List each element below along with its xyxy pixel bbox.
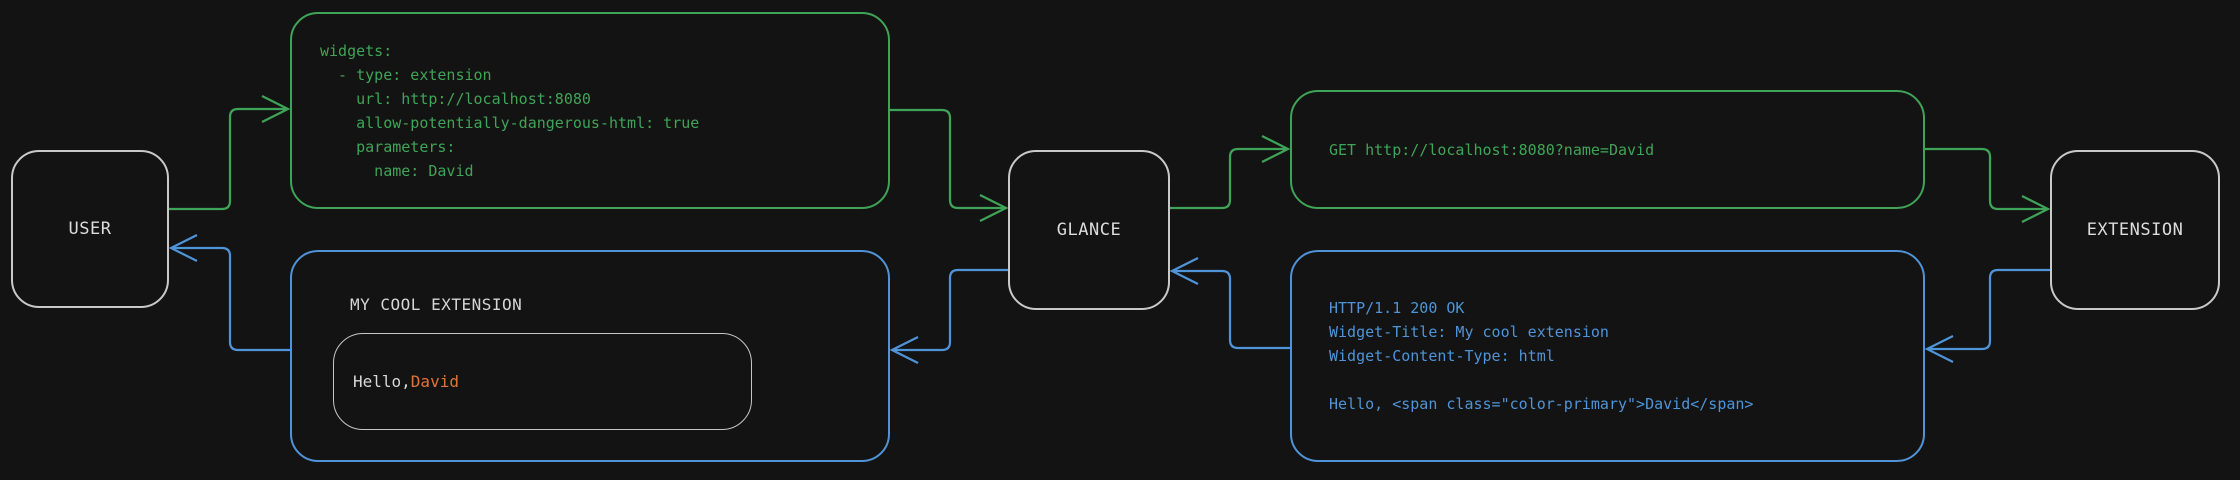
preview-to-user-arrow [168, 234, 290, 352]
glance-node: GLANCE [1008, 150, 1170, 310]
glance-to-preview-arrow [889, 268, 1008, 364]
widget-preview-box: MY COOL EXTENSION Hello, David [290, 250, 890, 462]
user-node: USER [11, 150, 169, 308]
widget-config-code: widgets: - type: extension url: http://l… [320, 41, 700, 180]
widget-config-box: widgets: - type: extension url: http://l… [290, 12, 890, 209]
config-to-glance-arrow [890, 108, 1009, 222]
http-response-code: HTTP/1.1 200 OK Widget-Title: My cool ex… [1329, 299, 1754, 413]
extension-to-response-arrow [1924, 268, 2050, 363]
user-to-config-arrow [169, 95, 291, 211]
extension-node: EXTENSION [2050, 150, 2220, 310]
request-to-extension-arrow [1925, 147, 2051, 223]
greeting-prefix: Hello, [353, 372, 411, 391]
http-request-code: GET http://localhost:8080?name=David [1329, 140, 1655, 159]
http-response-box: HTTP/1.1 200 OK Widget-Title: My cool ex… [1290, 250, 1925, 462]
glance-node-label: GLANCE [1056, 220, 1122, 240]
widget-greeting-box: Hello, David [333, 333, 752, 430]
greeting-name: David [410, 372, 459, 391]
user-node-label: USER [68, 219, 112, 239]
glance-to-request-arrow [1170, 135, 1291, 210]
response-to-glance-arrow [1169, 257, 1290, 350]
extension-node-label: EXTENSION [2086, 220, 2184, 240]
http-request-box: GET http://localhost:8080?name=David [1290, 90, 1925, 209]
widget-preview-title: MY COOL EXTENSION [350, 295, 523, 314]
